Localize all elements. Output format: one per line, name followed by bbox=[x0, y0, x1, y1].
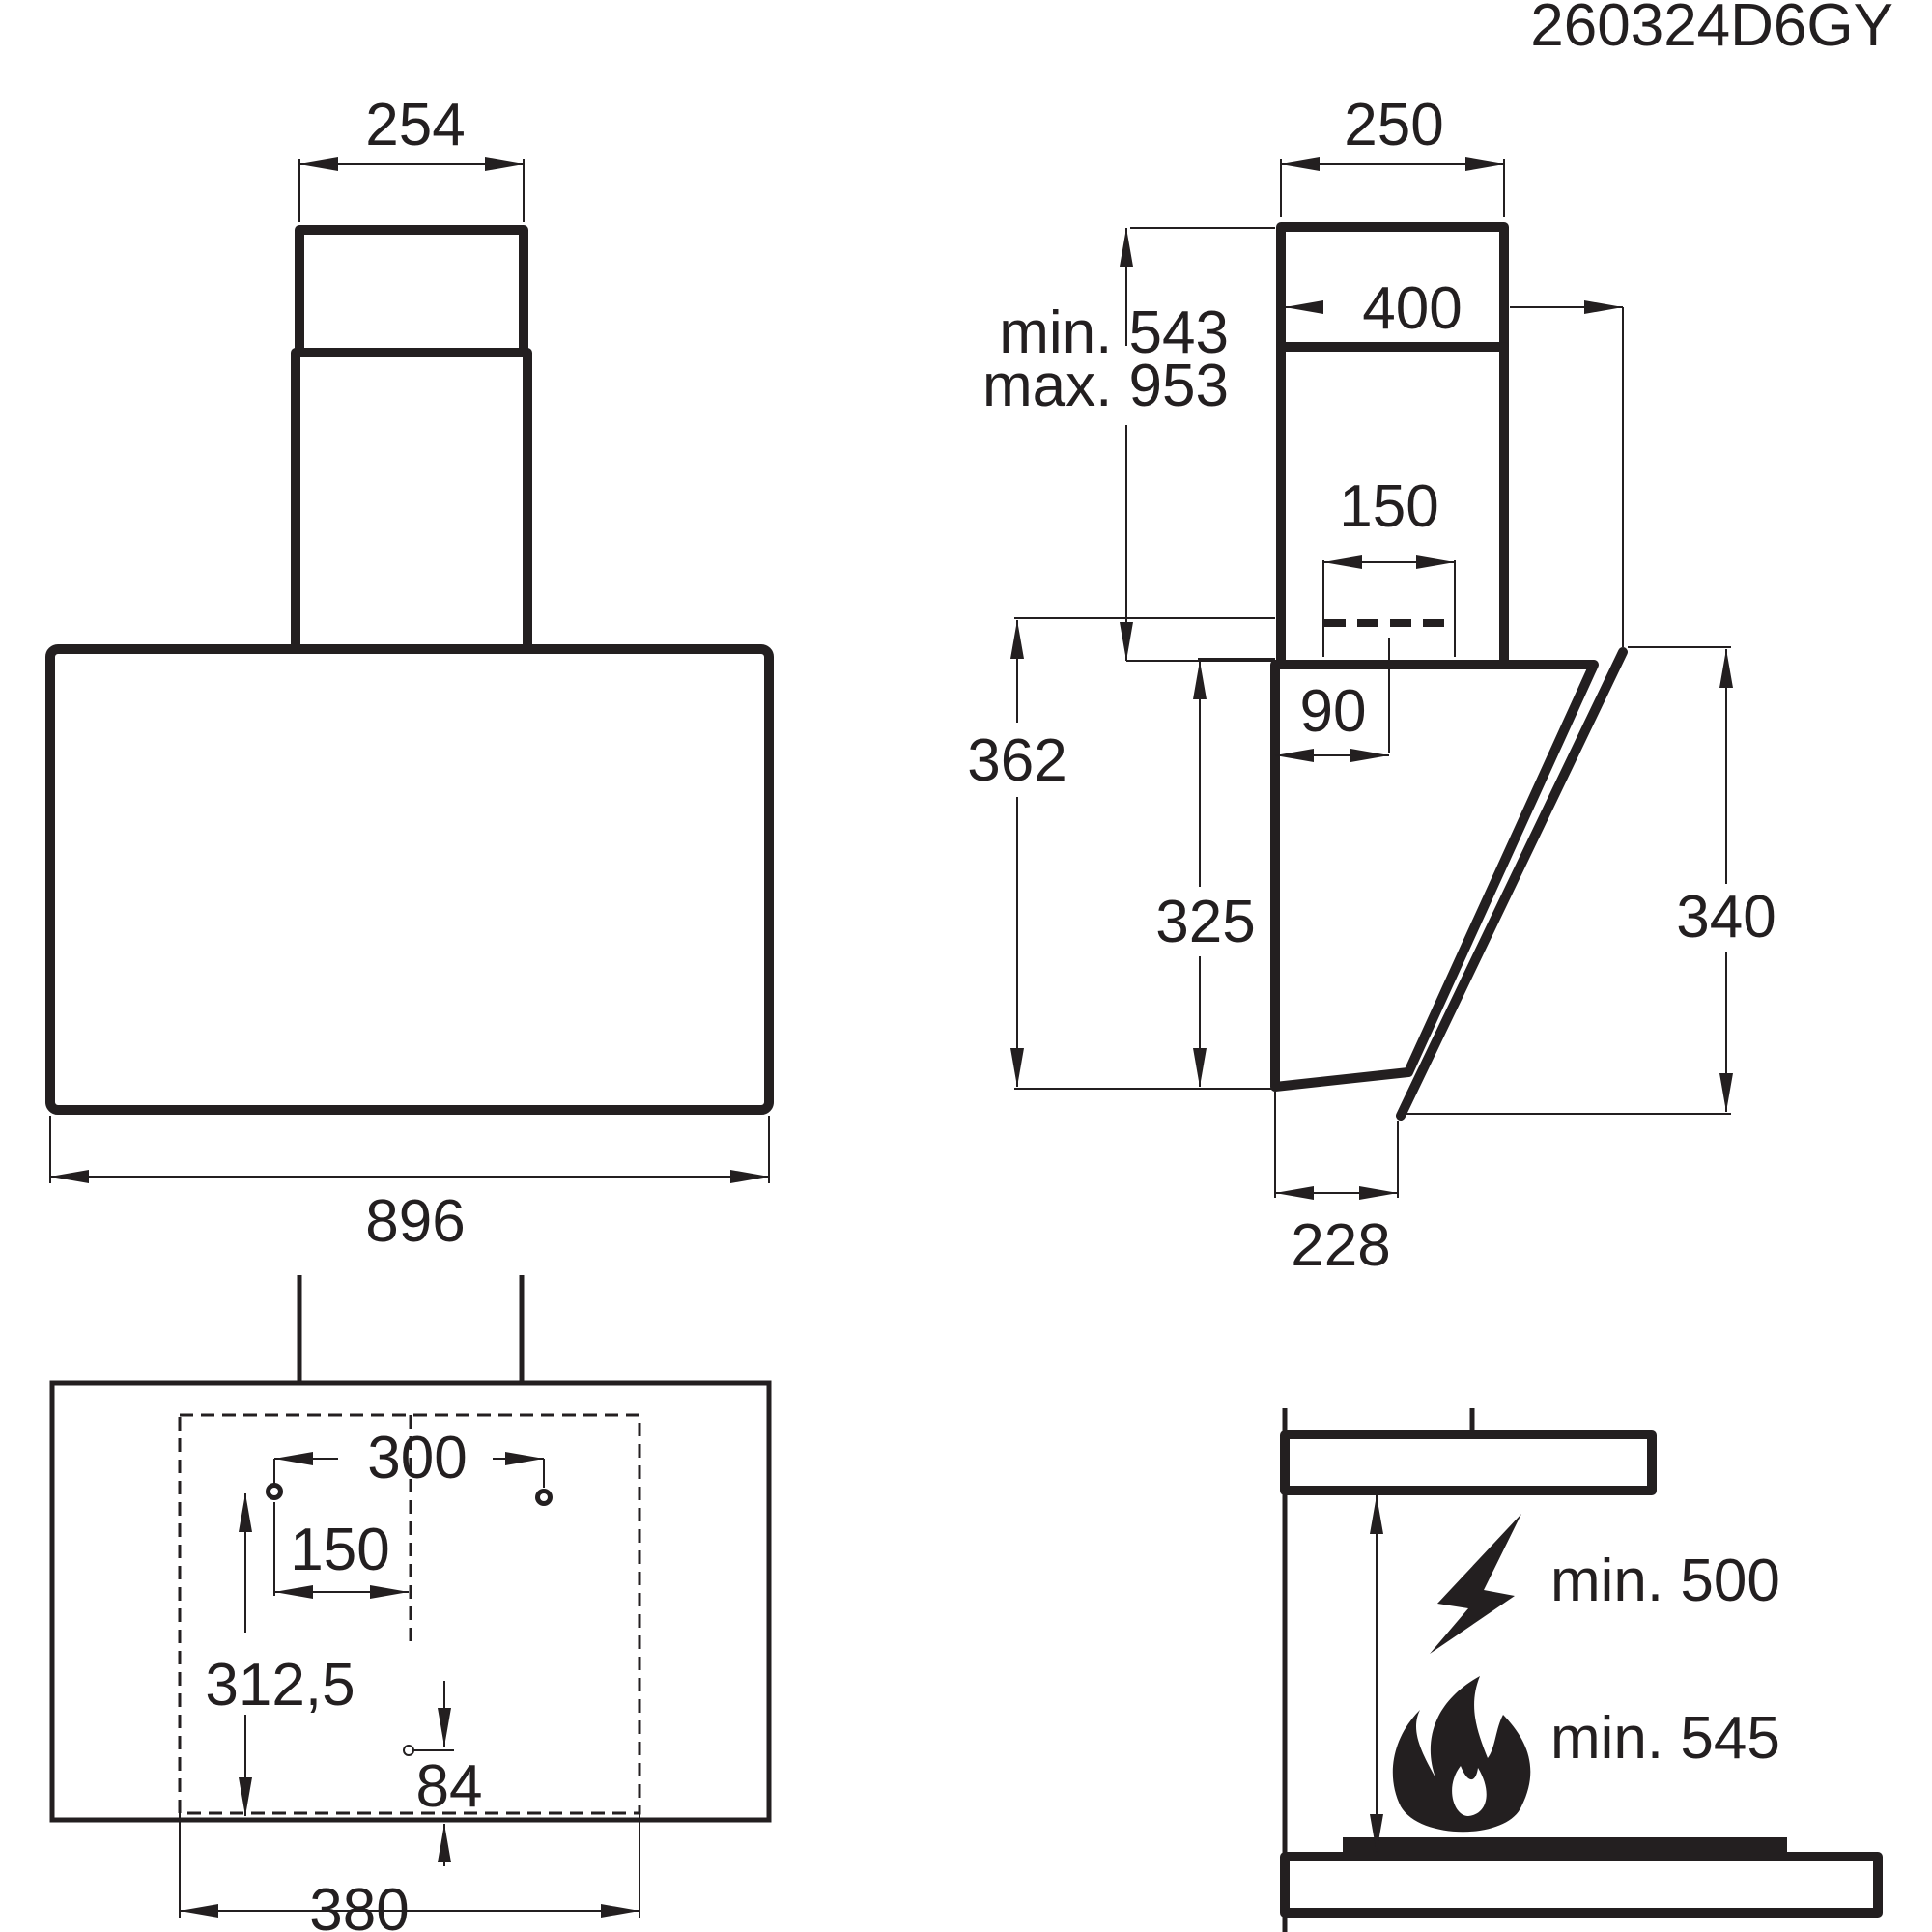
screw-hole-right bbox=[535, 1473, 553, 1506]
side-hood-body bbox=[1270, 660, 1599, 1092]
total-depth-label: 400 bbox=[1362, 275, 1462, 342]
screw-hole-bottom bbox=[403, 1745, 414, 1756]
bottom-depth-label: 228 bbox=[1291, 1212, 1390, 1279]
hob-top bbox=[1343, 1837, 1787, 1853]
bracket-view: 300 150 312,5 84 380 bbox=[49, 1275, 772, 1932]
bottom-offset-label: 84 bbox=[416, 1753, 483, 1820]
half-spacing-label: 150 bbox=[290, 1517, 389, 1583]
hood-width-label: 896 bbox=[365, 1188, 465, 1255]
vertical-distance-label: 312,5 bbox=[205, 1652, 355, 1719]
side-chimney-lower bbox=[1276, 342, 1509, 667]
flame-icon bbox=[1392, 1676, 1531, 1833]
side-view: 250 400 min. 543 max. 953 150 90 362 325 bbox=[967, 92, 1776, 1279]
height-325-label: 325 bbox=[1155, 889, 1255, 955]
holes-spacing-label: 300 bbox=[367, 1425, 467, 1492]
outlet-diameter-label: 150 bbox=[1339, 473, 1438, 540]
hob-profile bbox=[1280, 1852, 1883, 1918]
side-glass-panel bbox=[1396, 647, 1628, 1121]
front-view: 254 896 bbox=[45, 92, 774, 1255]
hood-profile bbox=[1280, 1430, 1657, 1495]
side-chimney-upper bbox=[1276, 222, 1509, 352]
lightning-icon bbox=[1430, 1514, 1521, 1654]
front-chimney-lower bbox=[291, 348, 532, 654]
chimney-depth-label: 250 bbox=[1344, 92, 1443, 158]
product-code: 260324D6GY bbox=[1530, 0, 1893, 59]
height-340-label: 340 bbox=[1676, 884, 1776, 951]
bracket-hood-outline bbox=[49, 1380, 772, 1823]
mounting-template bbox=[178, 1413, 641, 1815]
screw-hole-left bbox=[266, 1473, 283, 1500]
height-362-label: 362 bbox=[967, 727, 1066, 794]
chimney-width-label: 254 bbox=[365, 92, 465, 158]
chimney-max-height-label: max. 953 bbox=[982, 353, 1229, 419]
gas-min-label: min. 545 bbox=[1550, 1705, 1780, 1772]
installation-view: min. 500 min. 545 bbox=[1280, 1408, 1883, 1932]
outlet-offset-label: 90 bbox=[1300, 678, 1367, 745]
template-width-label: 380 bbox=[309, 1877, 409, 1932]
front-chimney-upper bbox=[295, 225, 528, 357]
electric-min-label: min. 500 bbox=[1550, 1548, 1780, 1614]
chimney-min-height-label: min. 543 bbox=[999, 299, 1229, 366]
front-hood-body bbox=[45, 644, 774, 1115]
